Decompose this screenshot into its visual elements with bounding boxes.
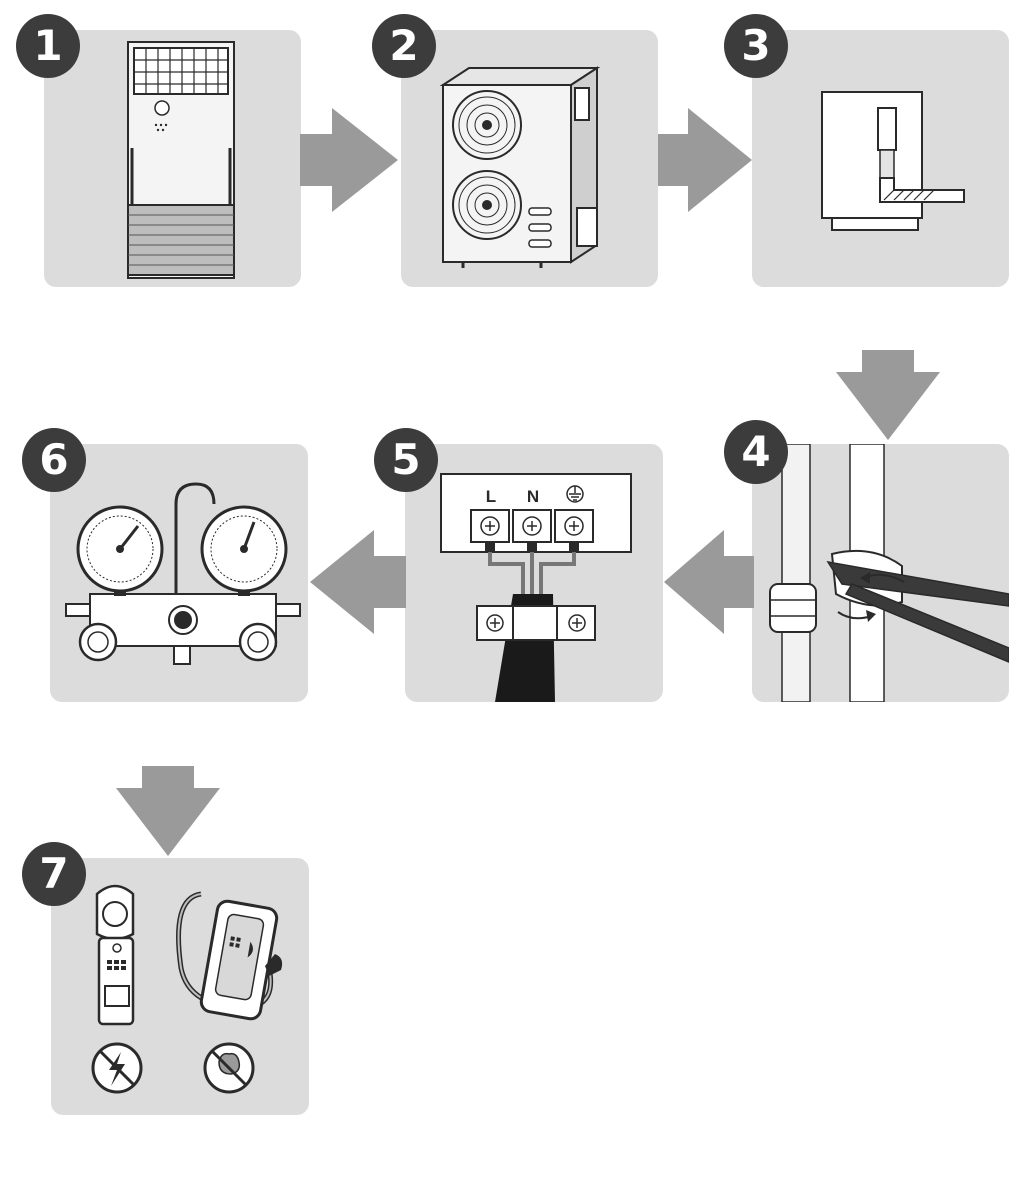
arrow-left-icon	[310, 530, 406, 634]
step-7-badge: 7	[22, 842, 86, 906]
step-2-badge: 2	[372, 14, 436, 78]
wall-pipe-hole-icon	[821, 91, 965, 231]
terminal-n-label: N	[527, 487, 539, 506]
step-4-badge: 4	[724, 420, 788, 484]
arrow-down-icon	[116, 766, 220, 856]
outdoor-unit-icon	[439, 66, 601, 268]
step-2-panel	[401, 30, 658, 287]
step-4-panel	[752, 444, 1009, 702]
step-1-badge: 1	[16, 14, 80, 78]
no-leak-icon	[203, 1042, 255, 1094]
indoor-floor-standing-unit-icon	[127, 41, 235, 279]
step-5-badge: 5	[374, 428, 438, 492]
step-3-badge: 3	[724, 14, 788, 78]
wrench-pipe-connection-icon	[769, 444, 1009, 702]
terminal-block-wiring-icon: L N	[440, 473, 632, 702]
arrow-down-icon	[836, 350, 940, 440]
arrow-left-icon	[664, 530, 754, 634]
step-6-badge: 6	[22, 428, 86, 492]
step-6-panel	[50, 444, 308, 702]
step-1-panel	[44, 30, 301, 287]
clamp-meter-icon	[95, 884, 135, 1026]
arrow-right-icon	[658, 108, 752, 212]
clamp-meter-and-leak-detector-icon	[91, 884, 283, 1094]
manifold-gauge-icon	[65, 482, 301, 665]
step-5-panel: L N	[405, 444, 663, 702]
ground-symbol-icon	[566, 485, 584, 503]
terminal-l-label: L	[486, 487, 496, 506]
step-3-panel	[752, 30, 1009, 287]
step-7-panel	[51, 858, 309, 1115]
no-electricity-icon	[91, 1042, 143, 1094]
leak-detector-icon	[176, 891, 283, 1021]
arrow-right-icon	[300, 108, 398, 212]
